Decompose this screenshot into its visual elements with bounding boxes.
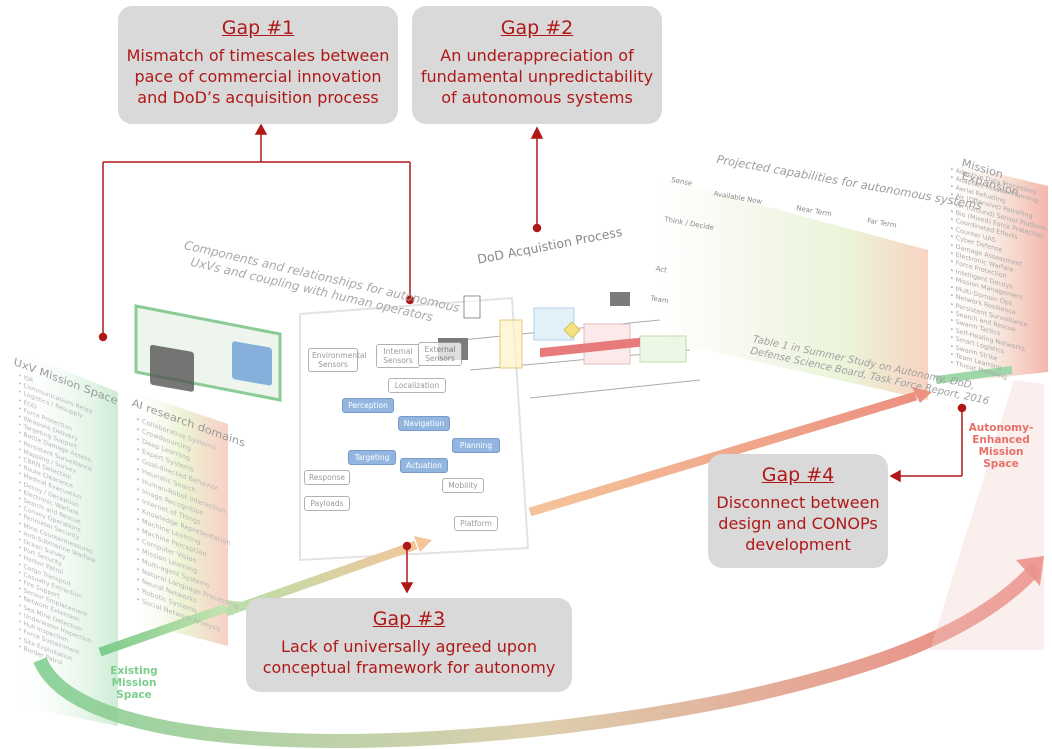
gap-4-line: design and CONOPs (718, 514, 878, 533)
gap-3-line: conceptual framework for autonomy (262, 658, 556, 677)
existing-label-line: Space (116, 689, 152, 701)
existing-label-line: Mission (111, 677, 157, 689)
gap-4-line: development (745, 535, 851, 554)
gap-2-line: An underappreciation of (440, 46, 634, 65)
component-box: Platform (454, 516, 498, 531)
mission-panel (940, 160, 1048, 384)
big-curve-arrow (33, 563, 1042, 748)
capability-row: Act (654, 264, 668, 275)
enhanced-label-line: Enhanced (972, 434, 1030, 446)
gap-1-line: Mismatch of timescales between (126, 46, 390, 65)
arrow-to-enhanced (935, 366, 1013, 384)
gap-4-box: Gap #4 Disconnect between design and CON… (708, 454, 888, 568)
component-box: Internal Sensors (376, 344, 420, 368)
component-box: Planning (452, 438, 500, 453)
component-box: Response (304, 470, 350, 485)
gap-4-line: Disconnect between (716, 493, 880, 512)
ai-item-list: • Collaborative Systems• Crowdsourcing• … (136, 414, 238, 641)
arrow-existing-to-ai (98, 603, 228, 657)
existing-mission-space-label: Existing Mission Space (104, 665, 164, 701)
enhanced-label-line: Mission (978, 446, 1024, 458)
arrow-head-2 (414, 536, 432, 552)
enhanced-wedge (930, 380, 1044, 650)
component-box: Targeting (348, 450, 396, 465)
arrow-head-3 (912, 387, 932, 403)
gap-2-line: fundamental unpredictability (420, 67, 654, 86)
gap-1-title: Gap #1 (221, 17, 295, 39)
enhanced-mission-space-label: Autonomy- Enhanced Mission Space (958, 422, 1044, 470)
capabilities-panel (660, 178, 928, 400)
mission-item-list: • Adaptive Data Processing• Adaptive Mis… (950, 166, 1047, 394)
gap-3-line: Lack of universally agreed upon (281, 637, 537, 656)
gap-2-box: Gap #2 An underappreciation of fundament… (412, 6, 662, 124)
existing-label-line: Existing (110, 665, 158, 677)
component-box: Mobility (442, 478, 484, 493)
component-box: Payloads (304, 496, 350, 511)
enhanced-label-line: Autonomy- (968, 422, 1034, 434)
gap-4-text: Disconnect between design and CONOPs dev… (708, 492, 888, 555)
enhanced-label-line: Space (983, 458, 1019, 470)
component-box: Environmental Sensors (308, 348, 367, 372)
gap-1-line: pace of commercial innovation (134, 67, 382, 86)
component-box: Localization (388, 378, 446, 393)
gap-3-box: Gap #3 Lack of universally agreed upon c… (246, 598, 572, 692)
gap-1-text: Mismatch of timescales between pace of c… (118, 45, 398, 108)
uxv-panel (8, 348, 118, 726)
component-box: External Sensors (418, 342, 462, 366)
gap-1-line: and DoD’s acquisition process (137, 88, 379, 107)
gap-2-title: Gap #2 (500, 17, 574, 39)
big-curve-arrow-head (1016, 556, 1044, 586)
components-boxes: Environmental Sensors Internal Sensors E… (302, 330, 512, 540)
gap-2-line: of autonomous systems (441, 88, 633, 107)
component-box: Actuation (400, 458, 448, 473)
gap-2-text: An underappreciation of fundamental unpr… (412, 45, 662, 108)
gap-3-text: Lack of universally agreed upon conceptu… (246, 636, 572, 678)
component-box: Navigation (398, 416, 450, 431)
uxv-item-list: • ISR• Communications Relay• Logistics /… (18, 372, 96, 681)
mini-diagram-dark (150, 344, 194, 392)
gap-1-box: Gap #1 Mismatch of timescales between pa… (118, 6, 398, 124)
gap-4-title: Gap #4 (761, 464, 835, 486)
mini-diagram-blue (232, 341, 272, 386)
ai-panel (128, 390, 228, 646)
component-box: Perception (342, 398, 394, 413)
gap-3-title: Gap #3 (372, 608, 446, 630)
connectors (98, 123, 967, 594)
